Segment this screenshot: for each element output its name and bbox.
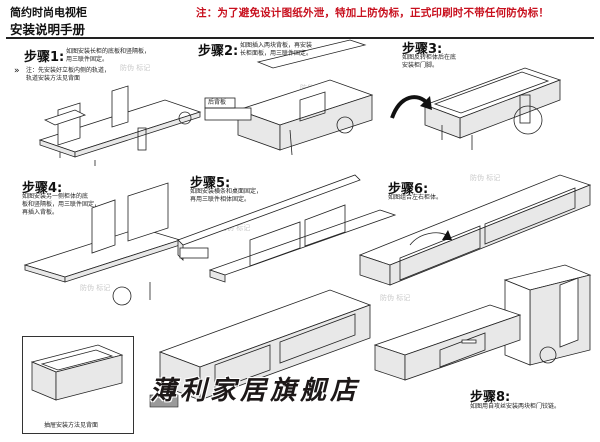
step3-desc-1: 如图反转柜体后在底 bbox=[402, 54, 457, 61]
manual-title-product: 简约时尚电视柜 bbox=[10, 6, 87, 19]
bottom-middle-drawing bbox=[149, 289, 372, 408]
rotate-arrow-icon bbox=[390, 95, 430, 119]
step3-drawing bbox=[423, 67, 562, 150]
step2-label: 步骤2: bbox=[198, 44, 239, 59]
anti-counterfeit-notice: 注：为了避免设计图纸外泄，特加上防伪标，正式印刷时不带任何防伪标！ bbox=[196, 7, 550, 19]
step8-desc-1: 如图用自攻丝安装两块柜门铰链。 bbox=[470, 403, 561, 410]
step1-desc-2: 用三联件固定。 bbox=[66, 56, 109, 63]
step1-label: 步骤1: bbox=[24, 50, 65, 65]
step1-drawing bbox=[38, 85, 202, 166]
step3-desc-2: 安装柜门脚。 bbox=[402, 62, 439, 69]
prep-note-2: 轨道安装方法见背面 bbox=[26, 75, 81, 82]
svg-text:防伪 标记: 防伪 标记 bbox=[380, 293, 410, 302]
svg-text:防伪 标记: 防伪 标记 bbox=[470, 173, 500, 182]
step2-desc-1: 如图插入两块背板，再安装 bbox=[240, 42, 313, 49]
step5-label: 步骤5: bbox=[190, 176, 231, 191]
header-divider bbox=[6, 37, 594, 39]
drawer-inset-drawing bbox=[30, 344, 124, 401]
step8-label: 步骤8: bbox=[470, 390, 511, 405]
back-panel-callout bbox=[204, 97, 236, 109]
svg-text:防伪 标记: 防伪 标记 bbox=[120, 63, 150, 72]
step6-label: 步骤6: bbox=[388, 182, 429, 197]
back-panel-label: 后背板 bbox=[208, 99, 227, 106]
step3-label: 步骤3: bbox=[402, 42, 443, 57]
step5-desc-2: 再用三联件相体固定。 bbox=[190, 196, 251, 203]
step1-desc-1: 如图安装长柜的底板和竖隔板， bbox=[66, 48, 151, 55]
drawer-inset-caption: 抽屉安装方法见背面 bbox=[44, 422, 99, 429]
step4-label: 步骤4: bbox=[22, 181, 63, 196]
step6-drawing bbox=[358, 174, 592, 286]
prep-note: 注：先安装好立板内侧的轨道， bbox=[26, 67, 111, 74]
step2-desc-2: 长柜面板，用三联件固定。 bbox=[240, 50, 313, 57]
step4-desc-1: 如图安装另一侧柜体的底 bbox=[22, 193, 89, 200]
manual-title: 安装说明手册 bbox=[10, 22, 86, 37]
svg-text:防伪 标记: 防伪 标记 bbox=[80, 283, 110, 292]
step5-desc-1: 如图安装横条和桌面固定， bbox=[190, 188, 263, 195]
step4-drawing bbox=[23, 182, 182, 306]
store-name-overlay: 薄利家居旗舰店 bbox=[150, 376, 361, 406]
svg-text:防伪 标记: 防伪 标记 bbox=[220, 223, 250, 232]
step2-drawing bbox=[204, 39, 374, 156]
step7-drawing bbox=[503, 264, 592, 366]
double-chevron-right-icon: » bbox=[14, 66, 20, 76]
step4-desc-3: 再插入背板。 bbox=[22, 209, 59, 216]
step5-drawing bbox=[177, 174, 397, 283]
step6-desc-1: 如图组合左右柜体。 bbox=[388, 194, 443, 201]
drawer-inset-frame bbox=[22, 336, 134, 434]
step4-desc-2: 板和竖隔板，用三联件固定， bbox=[22, 201, 101, 208]
step8-drawing bbox=[373, 304, 522, 381]
